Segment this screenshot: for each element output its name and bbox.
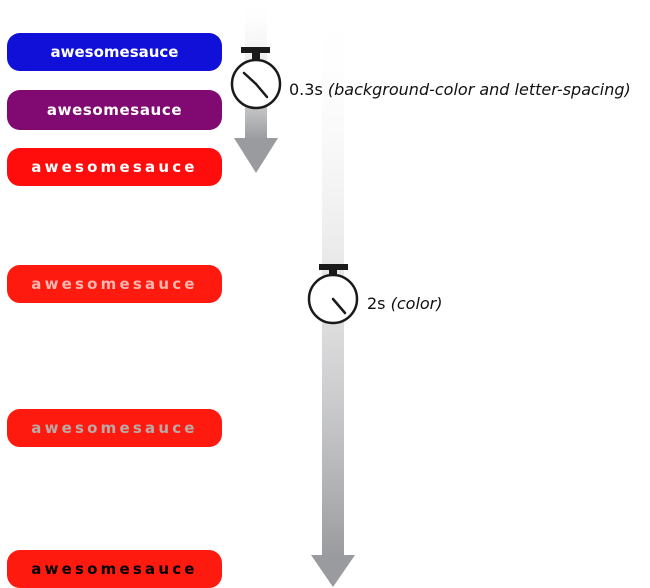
timer-properties: (background-color and letter-spacing) [327, 80, 631, 99]
stopwatch-icon [307, 264, 359, 325]
timer-duration: 0.3s [289, 80, 323, 99]
stopwatch-icon [230, 47, 282, 110]
awesomesauce-button[interactable]: awesomesauce [7, 148, 222, 186]
awesomesauce-button[interactable]: awesomesauce [7, 265, 222, 303]
timer-duration: 2s [367, 294, 386, 313]
timer-properties: (color) [390, 294, 443, 313]
timer-label-long: 2s (color) [367, 294, 443, 313]
awesomesauce-button[interactable]: awesomesauce [7, 90, 222, 130]
awesomesauce-button[interactable]: awesomesauce [7, 550, 222, 588]
awesomesauce-button[interactable]: awesomesauce [7, 33, 222, 71]
timer-label-short: 0.3s (background-color and letter-spacin… [289, 80, 631, 99]
awesomesauce-button[interactable]: awesomesauce [7, 409, 222, 447]
